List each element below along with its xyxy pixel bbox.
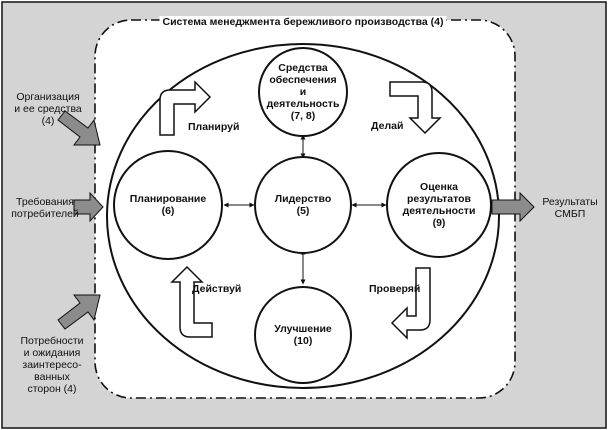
plan-cycle-arrow xyxy=(159,80,212,136)
support-node-label: Средства обеспечения и деятельность (7, … xyxy=(266,62,340,122)
evaluation-node xyxy=(386,152,492,258)
output-arrow xyxy=(491,191,535,223)
system-title: Система менеджмента бережливого производ… xyxy=(159,16,447,28)
act-label: Действуй xyxy=(192,283,242,295)
do-cycle-arrow xyxy=(389,81,442,135)
stakeholders-input-arrow xyxy=(57,294,101,330)
planning-node-label: Планирование (6) xyxy=(129,193,207,217)
check-cycle-arrow xyxy=(390,267,431,340)
check-label: Проверяй xyxy=(369,283,421,295)
improvement-node-label: Улучшение (10) xyxy=(274,323,332,347)
planning-node xyxy=(113,150,223,260)
support-node xyxy=(258,47,348,137)
leadership-node-label: Лидерство (5) xyxy=(274,193,332,217)
stakeholders-input-label: Потребности и ожидания заинтересо- ванны… xyxy=(20,335,84,395)
output-label: Результаты СМБП xyxy=(542,196,598,220)
organization-input-arrow xyxy=(57,110,101,146)
plan-label: Планируй xyxy=(188,121,240,133)
requirements-input-arrow xyxy=(73,191,104,223)
organization-input-label: Организация и ее средства (4) xyxy=(14,91,82,127)
requirements-input-label: Требования потребителей xyxy=(11,196,79,220)
act-cycle-arrow xyxy=(170,265,213,338)
do-label: Делай xyxy=(371,120,404,132)
evaluation-node-label: Оценка результатов деятельности (9) xyxy=(402,181,476,229)
improvement-node xyxy=(254,286,352,384)
leadership-node xyxy=(254,156,352,254)
